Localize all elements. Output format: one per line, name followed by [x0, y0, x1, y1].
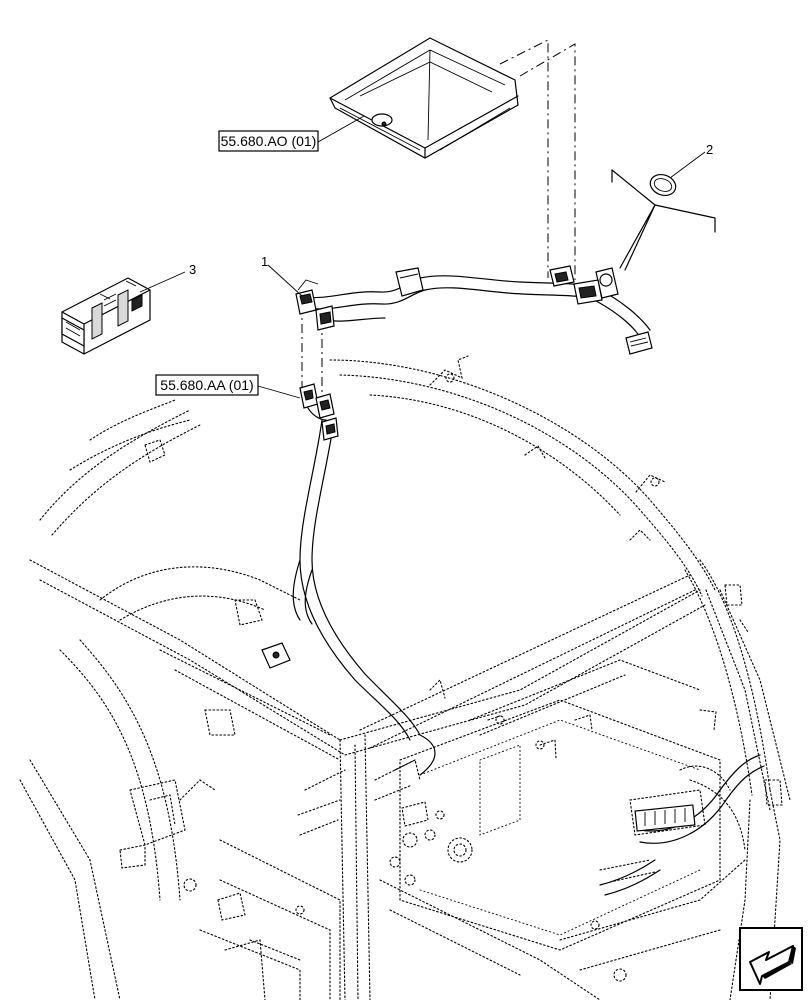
reference-box-lower[interactable]: 55.680.AA (01): [155, 374, 259, 396]
harness-part: [295, 265, 653, 355]
reference-box-upper[interactable]: 55.680.AO (01): [218, 130, 319, 152]
callout-1: 1: [261, 254, 268, 269]
harness-lower-connectors: [299, 383, 339, 441]
reference-label-lower: 55.680.AA (01): [160, 377, 253, 393]
reference-label-upper: 55.680.AO (01): [221, 133, 317, 149]
callout-3: 3: [189, 262, 196, 277]
grommet-part: [611, 151, 716, 271]
arrow-down-left-icon[interactable]: [739, 927, 803, 991]
installation-guidelines: [301, 39, 576, 395]
callout-2: 2: [706, 142, 713, 157]
kit-box-part: [61, 271, 186, 355]
cab-connector-left: [261, 642, 291, 669]
callout-leaders: [257, 115, 365, 399]
cab-structure: [19, 355, 791, 1000]
cab-connector-right-block: [634, 804, 696, 832]
harness-routing: [292, 419, 765, 896]
roof-module-housing: [329, 37, 519, 159]
